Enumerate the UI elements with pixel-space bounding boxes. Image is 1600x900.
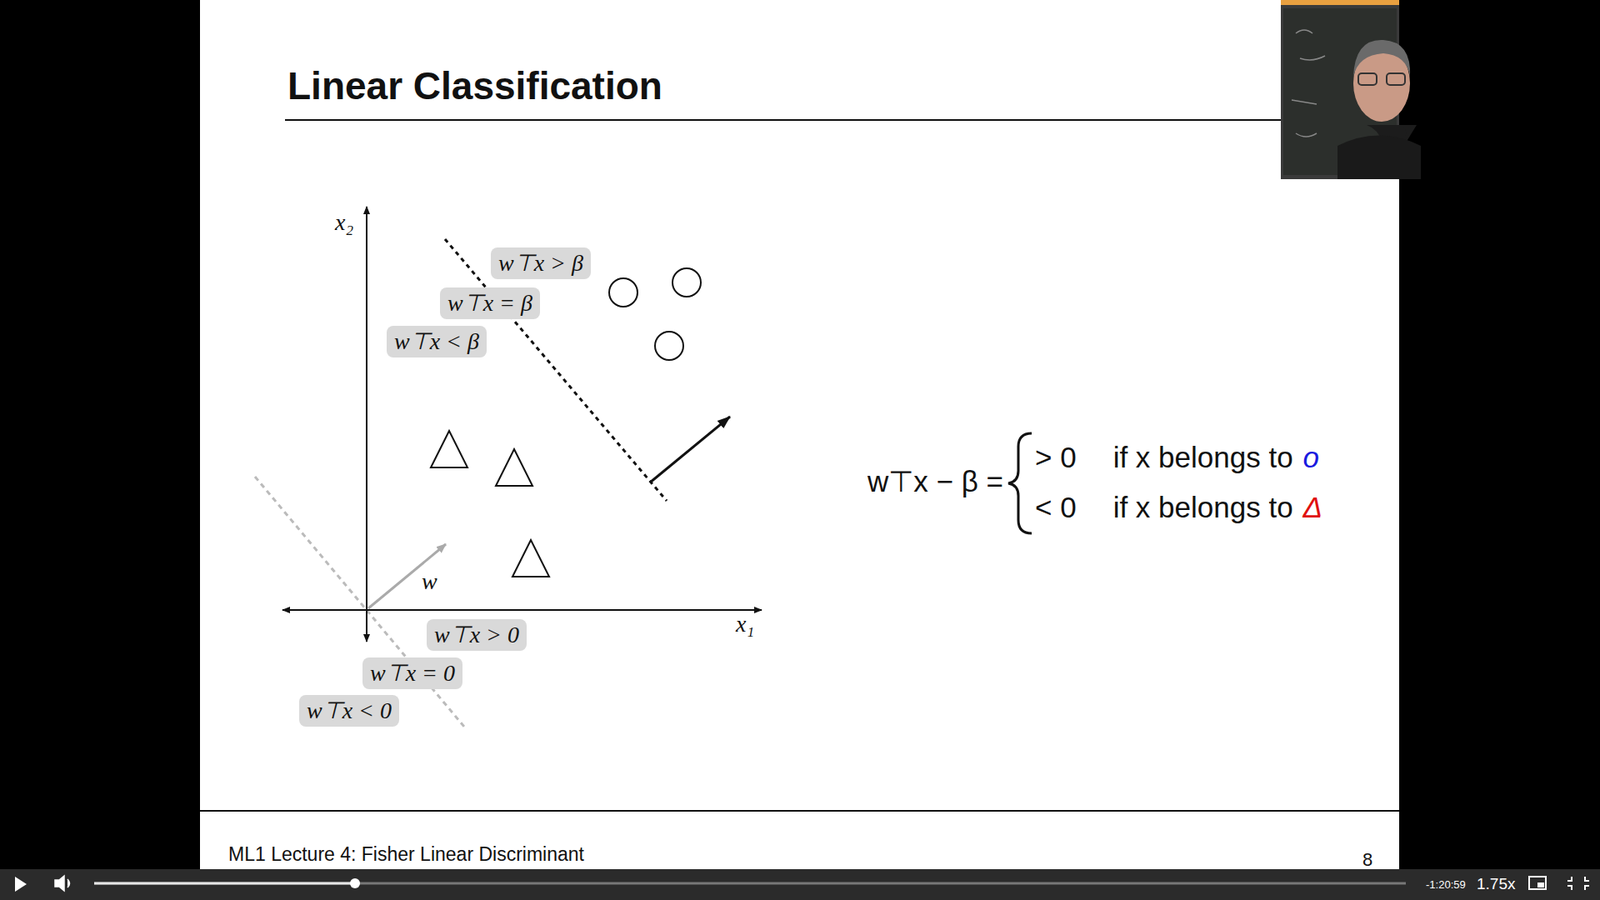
- webcam-strip: [1280, 0, 1400, 5]
- play-icon: [15, 876, 27, 892]
- class-triangle-point: [495, 449, 533, 486]
- class-o-point: [672, 268, 701, 297]
- region-label: w⊤x < 0: [299, 695, 400, 727]
- page-number: 8: [1362, 849, 1373, 871]
- chalk-marks: [1291, 30, 1325, 137]
- inequality-text: w⊤x = β: [447, 290, 533, 317]
- class-o-point: [609, 278, 638, 307]
- class-triangle-point: [512, 540, 550, 577]
- class-triangle-point: [430, 430, 468, 468]
- w-vector: [368, 544, 446, 609]
- glasses: [1358, 73, 1377, 85]
- x1-axis: [366, 609, 762, 611]
- vector-label: w: [421, 568, 438, 595]
- axis-label: x₁: [735, 610, 755, 638]
- progress-played: [94, 882, 355, 885]
- presenter-hair: [1353, 40, 1410, 77]
- case-text: if x belongs to: [1113, 490, 1294, 525]
- volume-icon: [55, 875, 70, 891]
- control-bar: [0, 869, 1600, 900]
- case-brace: [1008, 433, 1032, 534]
- presenter-shoulders: [1337, 135, 1421, 180]
- region-label: w⊤x = 0: [362, 657, 463, 690]
- progress-knob: [350, 878, 360, 889]
- inequality-text: w⊤x < β: [394, 328, 480, 355]
- axis-label: x₂: [335, 209, 354, 236]
- pip-icon: [1529, 876, 1546, 890]
- footer-text: ML1 Lecture 4: Fisher Linear Discriminan…: [228, 843, 585, 866]
- slide-background: [200, 0, 1400, 870]
- fullscreen-exit-icon: [1567, 876, 1590, 890]
- region-label: w⊤x > β: [490, 247, 591, 280]
- class-o-point: [655, 331, 684, 360]
- region-label: w⊤x = β: [440, 287, 540, 320]
- x2-axis-down: [365, 610, 368, 642]
- decision-boundary: [445, 239, 667, 501]
- case-row: < 0 if x belongs to Δ: [1035, 490, 1323, 525]
- footer-rule: [200, 810, 1400, 812]
- case-condition: > 0: [1035, 440, 1077, 475]
- boundary-through-origin: [255, 476, 465, 727]
- region-label: w⊤x > 0: [426, 619, 527, 651]
- progress-track: [94, 882, 1406, 885]
- inequality-text: w⊤x > 0: [434, 621, 520, 649]
- class-o-symbol: o: [1303, 440, 1320, 475]
- x2-axis: [365, 206, 368, 642]
- region-label: w⊤x < β: [386, 325, 487, 358]
- slide-title: Linear Classification: [287, 63, 663, 109]
- normal-vector: [650, 416, 730, 483]
- x1-axis-left: [282, 609, 367, 611]
- inequality-text: w⊤x > β: [498, 250, 584, 277]
- inequality-text: w⊤x < 0: [306, 697, 392, 725]
- case-condition: < 0: [1035, 490, 1077, 525]
- inequality-text: w⊤x = 0: [370, 660, 455, 687]
- playback-speed: 1.75x: [1476, 875, 1515, 894]
- case-text: if x belongs to: [1113, 440, 1294, 475]
- equation-lhs: w⊤x − β =: [867, 465, 1004, 499]
- case-row: > 0 if x belongs to o: [1035, 440, 1320, 475]
- time-remaining: -1:20:59: [1425, 878, 1466, 891]
- class-triangle-symbol: Δ: [1303, 490, 1323, 525]
- title-rule: [285, 119, 1281, 121]
